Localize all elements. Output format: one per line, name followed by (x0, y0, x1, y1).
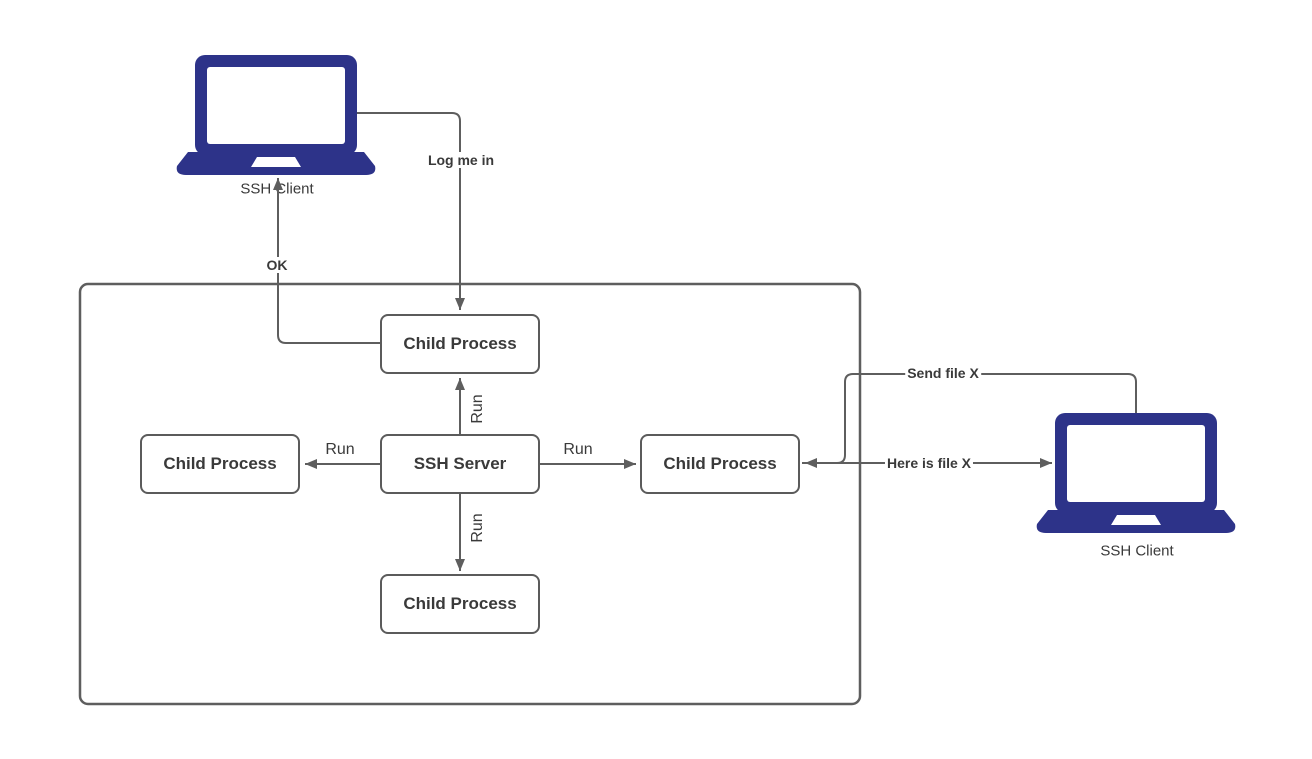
laptop-icon (176, 55, 376, 175)
run-right-edge-label: Run (562, 441, 594, 459)
laptop-icon (1036, 413, 1236, 533)
here-is-file-x-edge-label: Here is file X (884, 455, 974, 471)
child-process-bottom-node: Child Process (380, 574, 540, 634)
server-boundary-box (78, 282, 862, 706)
child-process-left-node: Child Process (140, 434, 300, 494)
ok-edge-label: OK (264, 257, 290, 273)
child-process-left-label: Child Process (163, 454, 277, 473)
ssh-client-right-label: SSH Client (1100, 542, 1174, 560)
child-process-top-node: Child Process (380, 314, 540, 374)
edge-send-file-x (805, 373, 1137, 468)
child-process-right-label: Child Process (663, 454, 777, 473)
child-process-bottom-label: Child Process (403, 594, 517, 613)
run-bottom-edge-label: Run (469, 512, 487, 544)
log-me-in-edge-label: Log me in (425, 152, 497, 168)
run-left-edge-label: Run (324, 441, 356, 459)
ssh-server-label: SSH Server (413, 454, 507, 473)
edge-ok (273, 178, 380, 344)
child-process-top-label: Child Process (403, 334, 517, 353)
run-top-edge-label: Run (469, 393, 487, 425)
child-process-right-node: Child Process (640, 434, 800, 494)
ssh-server-node: SSH Server (380, 434, 540, 494)
edge-log-me-in (357, 112, 465, 310)
send-file-x-edge-label: Send file X (905, 365, 981, 381)
